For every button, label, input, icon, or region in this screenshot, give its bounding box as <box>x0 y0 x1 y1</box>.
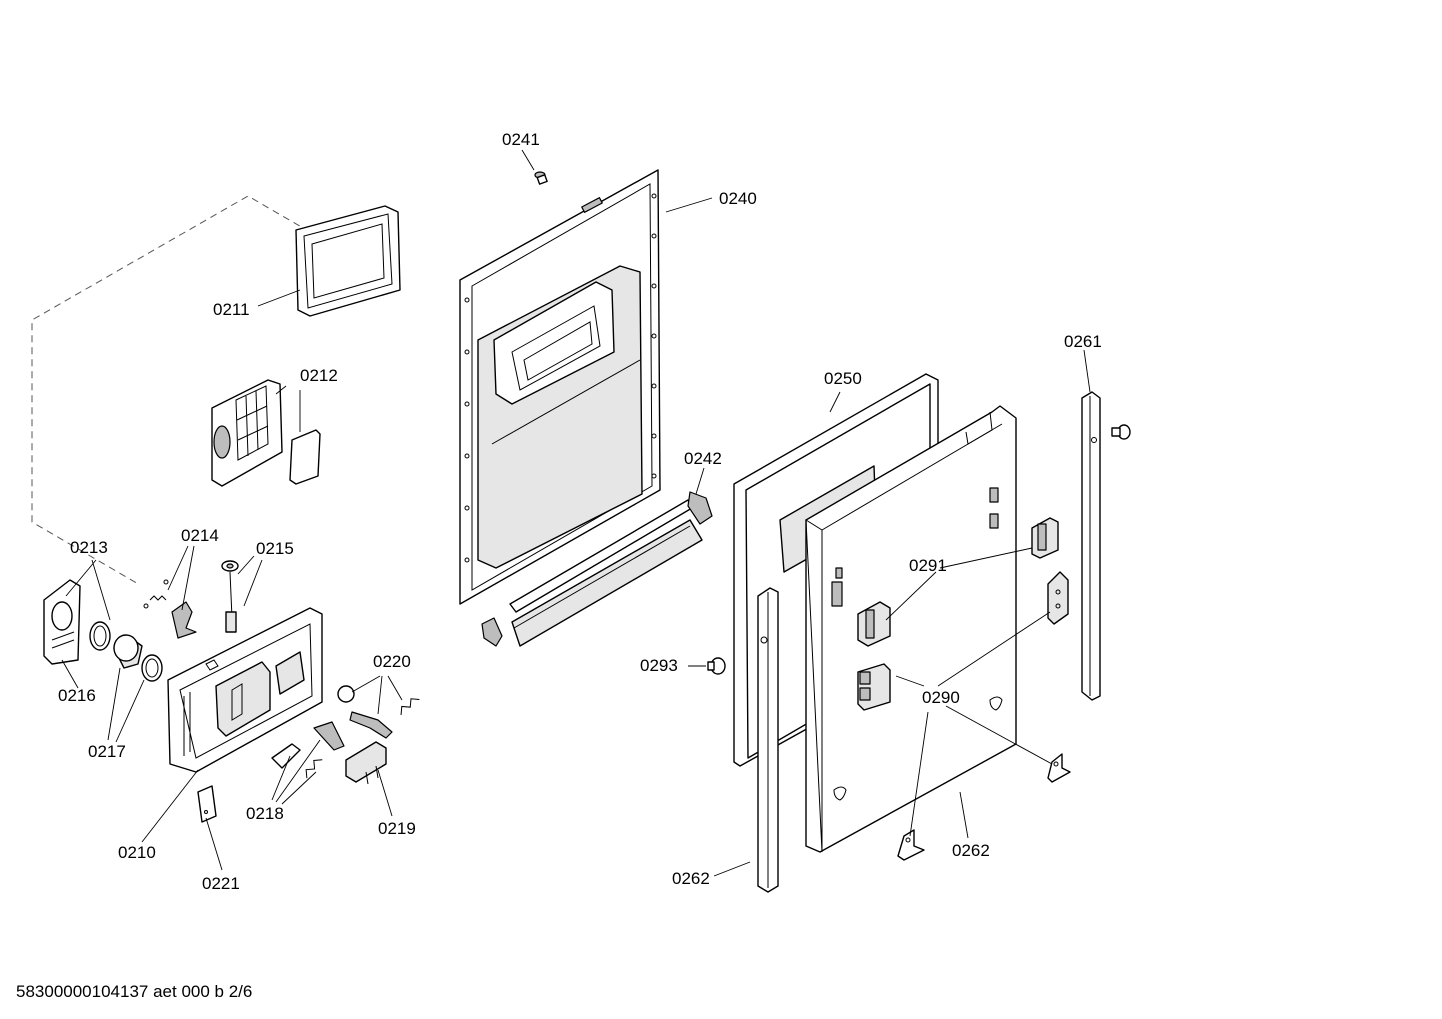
part-0291-latch-left <box>857 601 891 647</box>
part-0212-grille <box>211 379 283 487</box>
label-0240: 0240 <box>719 189 757 208</box>
label-0291: 0291 <box>909 556 947 575</box>
label-0250: 0250 <box>824 369 862 388</box>
part-0213-knob-housing <box>43 579 81 665</box>
label-0221: 0221 <box>202 874 240 893</box>
part-0216-ring <box>89 621 111 651</box>
grouping-dashed-outline <box>31 195 311 586</box>
label-0241: 0241 <box>502 130 540 149</box>
document-id-footer: 58300000104137 aet 000 b 2/6 <box>16 982 252 1001</box>
part-0290-hinge-right-lower <box>1047 753 1071 783</box>
part-0218-levers-spring <box>271 721 345 779</box>
label-0242: 0242 <box>684 449 722 468</box>
part-0290-hinge-lower <box>897 829 925 861</box>
part-0242-seal-strip <box>481 491 713 647</box>
part-0261-side-strip <box>1081 391 1101 701</box>
label-0215: 0215 <box>256 539 294 558</box>
label-0290: 0290 <box>922 688 960 707</box>
label-0210: 0210 <box>118 843 156 862</box>
part-0212-label-card <box>289 429 321 485</box>
part-0290-bracket-right <box>1047 571 1069 625</box>
part-0241-screw <box>534 171 548 185</box>
label-0262-right: 0262 <box>952 841 990 860</box>
part-0290-hinge-center <box>857 663 891 711</box>
part-0261-screw <box>1111 424 1131 440</box>
part-0214-spring-lever <box>143 579 197 639</box>
label-0214: 0214 <box>181 526 219 545</box>
label-0293: 0293 <box>640 656 678 675</box>
part-0210-control-housing <box>167 607 323 773</box>
label-0211: 0211 <box>213 300 250 319</box>
part-0220-ball-spring-lever <box>337 685 420 739</box>
part-0211-frame <box>295 205 401 317</box>
part-0215-rod <box>221 560 239 633</box>
label-0216: 0216 <box>58 686 96 705</box>
leader-lines <box>61 149 1091 877</box>
part-0262-main-door-panel <box>805 405 1017 853</box>
label-0262-left: 0262 <box>672 869 710 888</box>
label-0261: 0261 <box>1064 332 1102 351</box>
part-0293-plug <box>707 657 726 675</box>
label-0220: 0220 <box>373 652 411 671</box>
part-0240-inner-door <box>459 169 661 605</box>
label-0212: 0212 <box>300 366 338 385</box>
label-0213: 0213 <box>70 538 108 557</box>
part-0217-knob <box>113 634 163 682</box>
label-0219: 0219 <box>378 819 416 838</box>
part-0262-left-strip <box>757 587 779 893</box>
part-0219-switch <box>345 741 387 785</box>
label-0217: 0217 <box>88 742 126 761</box>
part-0291-latch-right <box>1031 517 1059 559</box>
label-0218: 0218 <box>246 804 284 823</box>
part-0221-clip <box>197 785 217 823</box>
